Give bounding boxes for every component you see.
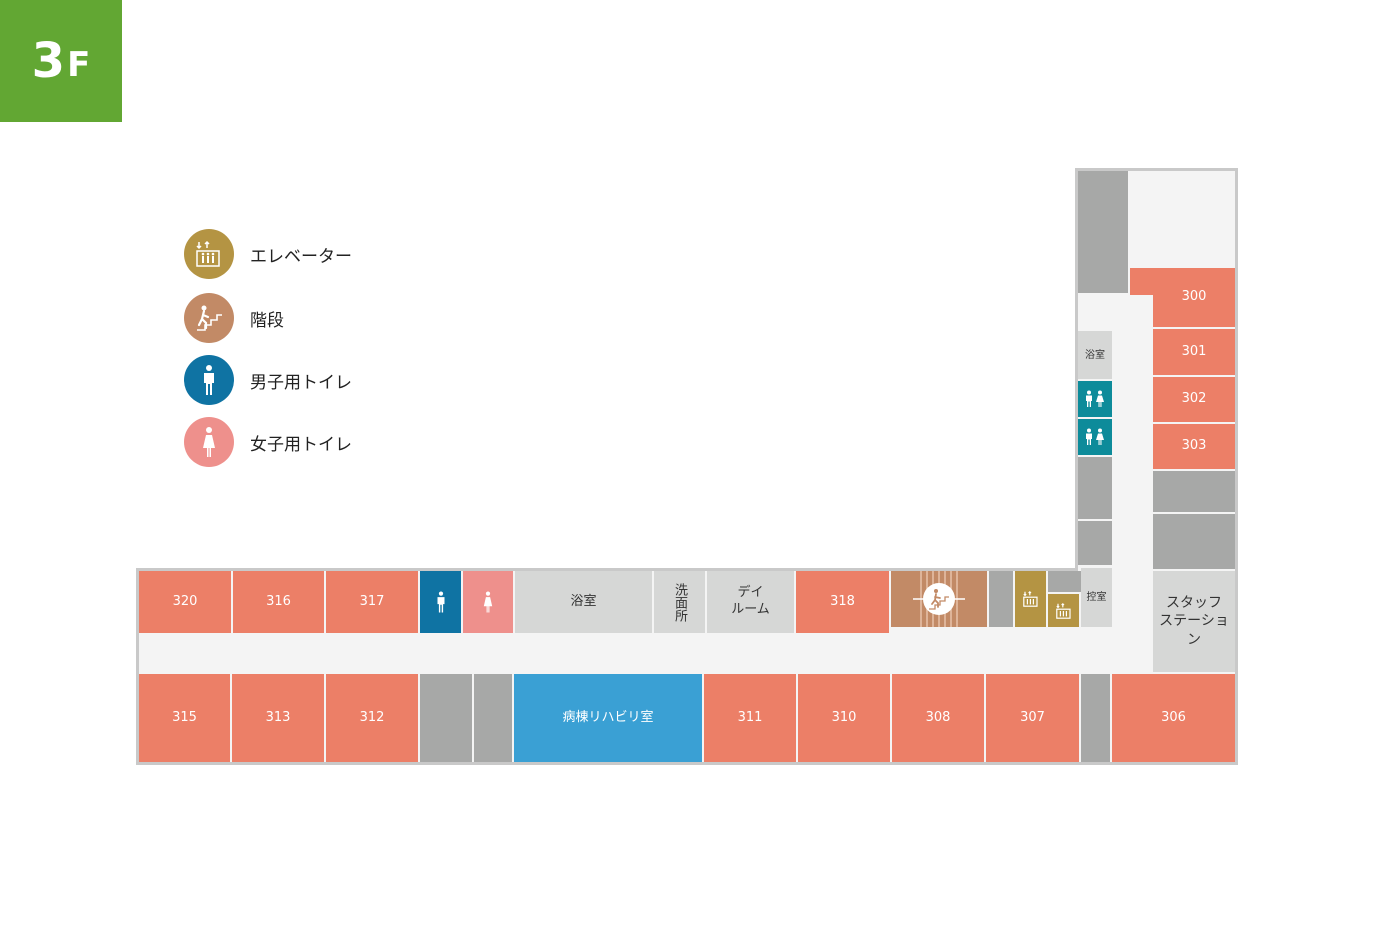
legend-item-stairs: 階段 [184,293,284,343]
rehab-room-label: 病棟リハビリ室 [562,709,654,725]
room-303[interactable]: 303 [1153,424,1235,469]
waiting-room-label: 控室 [1086,592,1107,603]
elevator-2[interactable] [1048,594,1079,627]
bath-small-label: 浴室 [1085,349,1105,361]
storage-right-1 [1153,471,1235,512]
room-307[interactable]: 307 [986,674,1079,762]
legend-label-male-toilet: 男子用トイレ [250,372,352,393]
room-311[interactable]: 311 [704,674,796,762]
room-316[interactable]: 316 [233,571,324,633]
room-310-label: 310 [831,709,857,725]
staff-station[interactable]: スタッフ ステーション [1153,571,1235,672]
male-toilet[interactable] [420,571,461,633]
room-303-label: 303 [1181,438,1207,454]
room-310[interactable]: 310 [798,674,890,762]
stairs-steps [913,571,965,627]
staircase[interactable] [891,571,987,627]
restroom-icon [1086,390,1104,407]
dayroom[interactable]: デイ ルーム [707,571,794,633]
storage-top [1078,171,1128,293]
legend-item-elevator: エレベーター [184,229,352,279]
storage-right-2 [1153,514,1235,569]
room-311-label: 311 [737,709,763,725]
room-312[interactable]: 312 [326,674,418,762]
room-316-label: 316 [266,593,291,609]
restroom-icon [1086,428,1104,445]
bath-small[interactable]: 浴室 [1078,331,1112,379]
room-307-label: 307 [1020,709,1045,725]
floor-suffix: F [67,45,91,85]
washroom[interactable]: 洗面所 [654,571,705,633]
staff-station-label-line2: ステーション [1159,613,1229,648]
stairs-icon [184,293,234,343]
storage-bottom-2 [474,674,512,762]
room-306-label: 306 [1161,709,1186,725]
washroom-label: 洗面所 [672,582,687,622]
room-308[interactable]: 308 [892,674,984,762]
storage-bottom-1 [420,674,472,762]
legend-item-male-toilet: 男子用トイレ [184,355,352,405]
room-301[interactable]: 301 [1153,329,1235,375]
toilet-teal-2[interactable] [1078,419,1112,455]
room-313[interactable]: 313 [232,674,324,762]
legend-label-stairs: 階段 [250,310,284,331]
legend-label-elevator: エレベーター [250,246,352,267]
legend-label-female-toilet: 女子用トイレ [250,434,352,455]
room-302[interactable]: 302 [1153,377,1235,422]
male-toilet-icon [437,591,444,613]
room-317[interactable]: 317 [326,571,418,633]
bathroom[interactable]: 浴室 [515,571,652,633]
female-toilet[interactable] [463,571,513,633]
room-318-label: 318 [830,593,855,609]
room-313-label: 313 [265,709,291,725]
room-317-label: 317 [359,593,385,609]
open-area-top [1130,171,1235,267]
room-312-label: 312 [359,709,385,725]
dayroom-label-line2: ルーム [731,602,770,617]
room-320[interactable]: 320 [139,571,231,633]
female-toilet-icon [184,417,234,467]
dayroom-label-line1: デイ [737,585,764,601]
elevator-1[interactable] [1015,571,1046,627]
floor-number: 3 [31,33,66,89]
rehab-room[interactable]: 病棟リハビリ室 [514,674,702,762]
elevator-icon [184,229,234,279]
female-toilet-icon [483,591,493,613]
room-301-label: 301 [1181,343,1207,359]
storage-stair-side [989,571,1013,627]
waiting-room[interactable]: 控室 [1081,568,1112,627]
elevator-icon [1022,590,1038,607]
storage-left-1 [1078,457,1112,519]
room-302-label: 302 [1181,391,1207,407]
room-320-label: 320 [172,593,198,609]
room-308-label: 308 [925,709,951,725]
toilet-teal-1[interactable] [1078,381,1112,417]
legend-item-female-toilet: 女子用トイレ [184,417,352,467]
bathroom-label: 浴室 [570,593,597,609]
room-318[interactable]: 318 [796,571,889,633]
stairs-icon [929,589,949,610]
staff-station-label-line1: スタッフ [1166,595,1222,612]
elevator-icon [1055,602,1071,619]
male-toilet-icon [184,355,234,405]
room-300-label: 300 [1181,289,1207,305]
room-306[interactable]: 306 [1112,674,1235,762]
storage-bottom-3 [1081,674,1110,762]
storage-elevator-top [1048,571,1086,592]
room-315-label: 315 [172,709,197,725]
room-300[interactable]: 300 [1153,268,1235,327]
storage-left-2 [1078,521,1112,565]
room-315[interactable]: 315 [139,674,230,762]
